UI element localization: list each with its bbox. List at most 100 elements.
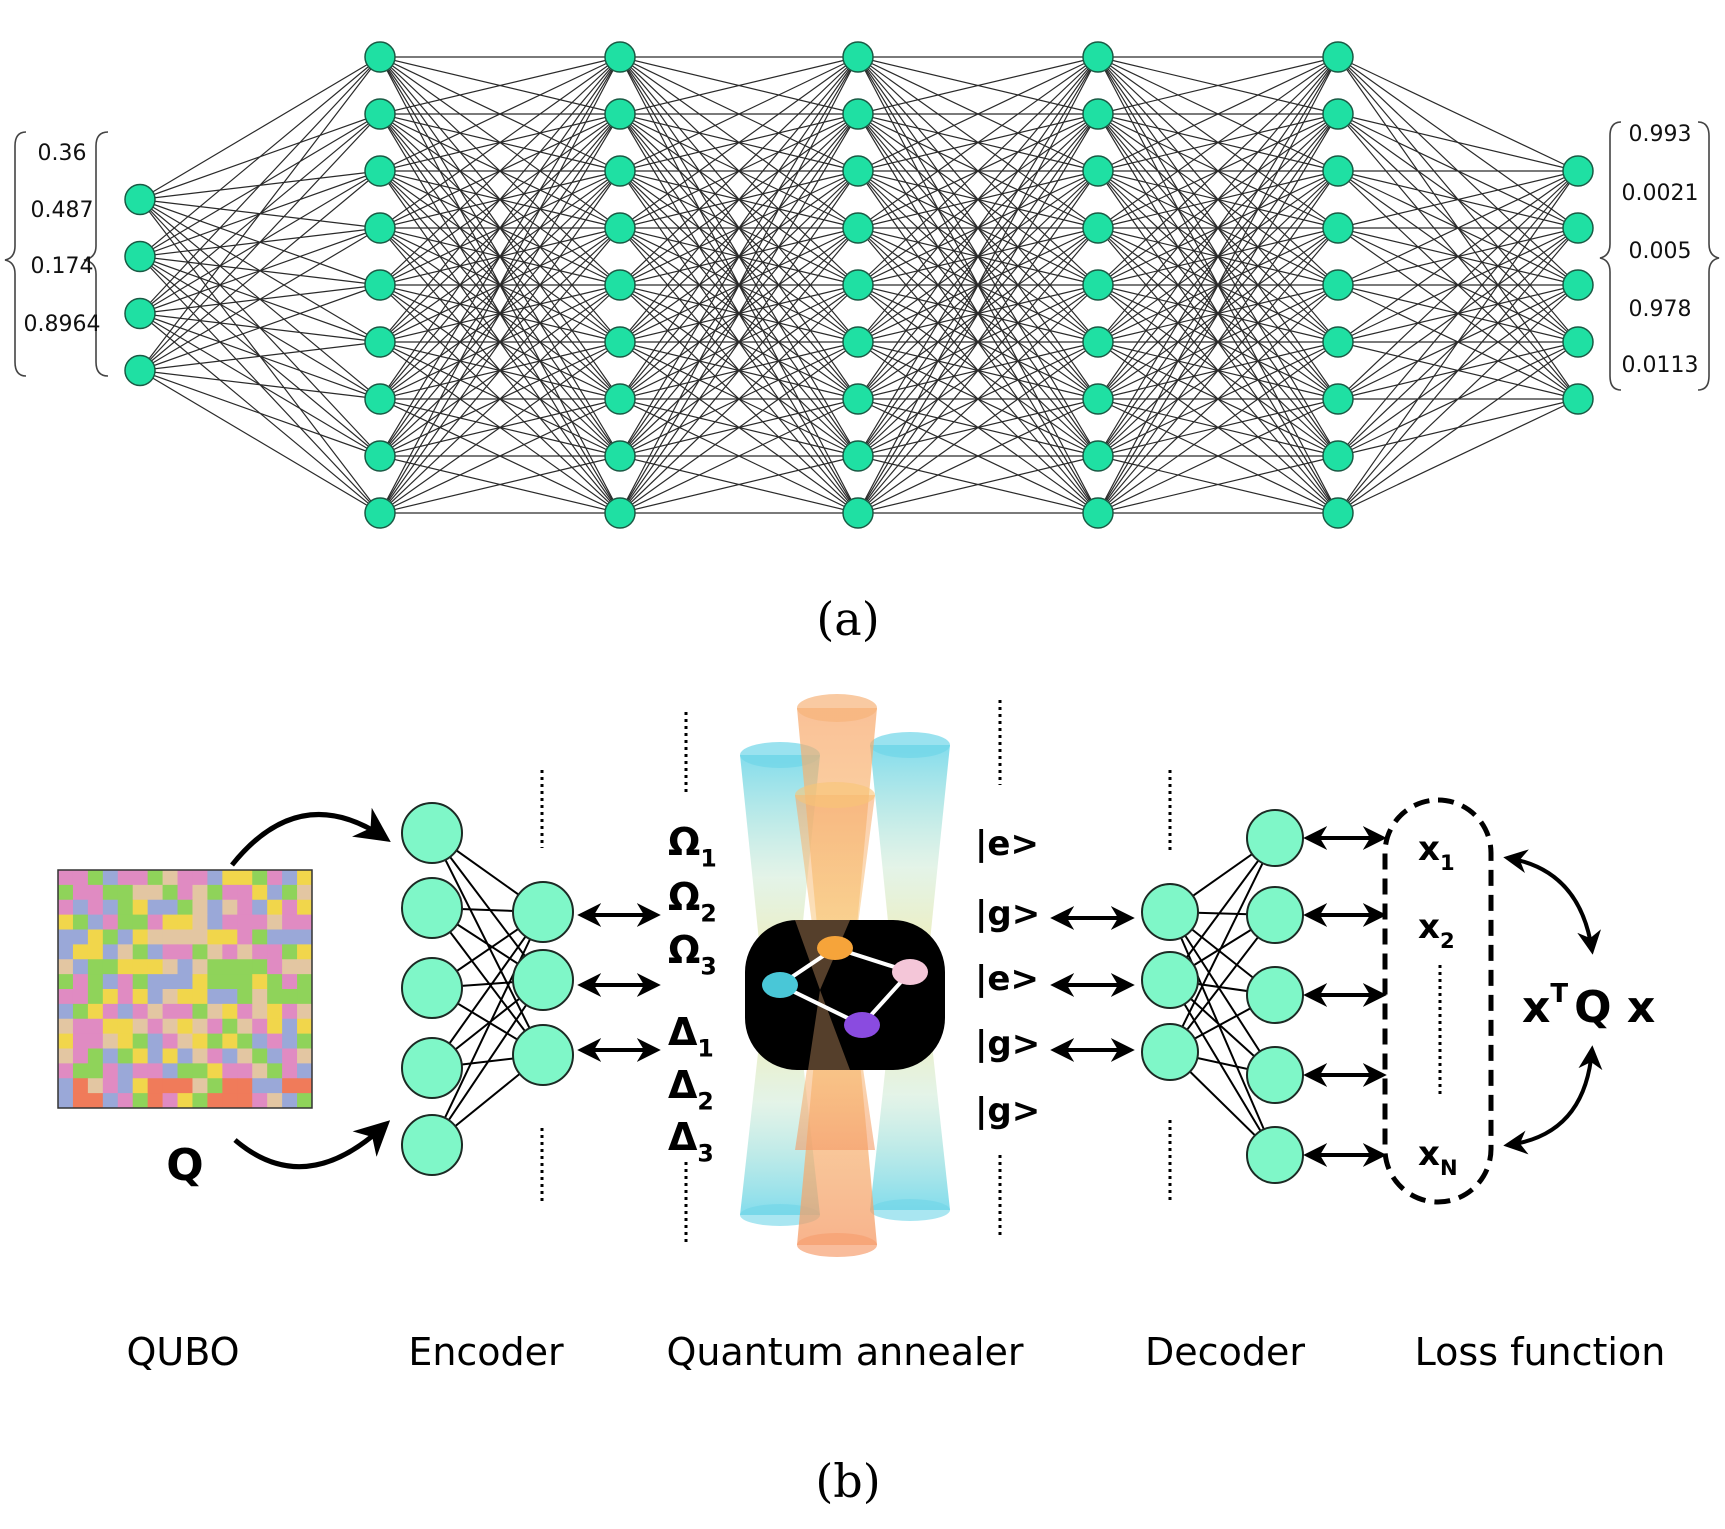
network-edge bbox=[619, 398, 859, 514]
qubo-cell bbox=[297, 974, 313, 990]
qubo-cell bbox=[58, 959, 74, 975]
decoder-node bbox=[1141, 1023, 1199, 1081]
network-node bbox=[842, 326, 874, 358]
qubo-cell bbox=[192, 1048, 208, 1064]
encoder-node bbox=[512, 949, 574, 1011]
network-edge bbox=[379, 56, 621, 229]
qubo-cell bbox=[147, 914, 164, 930]
qubo-cell bbox=[297, 959, 313, 975]
loss-qx: Q x bbox=[1574, 982, 1655, 1033]
qubo-matrix bbox=[58, 870, 313, 1109]
network-edge bbox=[139, 227, 381, 372]
qubo-cell bbox=[282, 929, 298, 945]
network-node bbox=[1082, 440, 1114, 472]
network-edge bbox=[857, 56, 1099, 286]
qubo-cell bbox=[237, 944, 253, 960]
qubo-cell bbox=[222, 929, 238, 945]
omega-label: Ω1 bbox=[668, 820, 717, 872]
qubo-cell bbox=[132, 929, 149, 945]
network-edge bbox=[379, 56, 621, 457]
qubo-cell bbox=[252, 989, 268, 1005]
qubo-cell bbox=[147, 870, 164, 886]
quantum-annealer-illustration bbox=[740, 694, 950, 1257]
network-node bbox=[1322, 155, 1354, 187]
qubo-cell bbox=[162, 1018, 179, 1035]
network-edge bbox=[1097, 56, 1339, 172]
qubo-cell bbox=[147, 959, 164, 975]
input-brace-outer bbox=[4, 131, 27, 377]
qubo-cell bbox=[237, 884, 253, 901]
network-node bbox=[1322, 212, 1354, 244]
qubo-cell bbox=[117, 1078, 134, 1094]
network-edge bbox=[379, 113, 621, 514]
qubo-cell bbox=[237, 1003, 253, 1020]
input-value: 0.487 bbox=[31, 198, 94, 223]
network-edge bbox=[619, 455, 859, 514]
network-edge bbox=[1337, 113, 1579, 172]
network-node bbox=[1082, 326, 1114, 358]
qubo-cell bbox=[162, 1093, 179, 1109]
qubo-cell bbox=[132, 1078, 149, 1094]
encoder-node bbox=[512, 1024, 574, 1086]
network-node bbox=[1322, 269, 1354, 301]
qubo-cell bbox=[132, 1033, 149, 1049]
network-node bbox=[1322, 326, 1354, 358]
qubo-cell bbox=[147, 899, 164, 916]
network-node bbox=[364, 269, 396, 301]
qubo-cell bbox=[207, 1048, 223, 1064]
network-node bbox=[842, 155, 874, 187]
vector-element-base: x bbox=[1418, 907, 1440, 947]
qubo-cell bbox=[177, 1048, 193, 1064]
encoder-node bbox=[401, 957, 463, 1019]
qubo-cell bbox=[252, 870, 268, 886]
qubo-cell bbox=[117, 974, 134, 990]
network-edge bbox=[1097, 284, 1339, 514]
qubo-cell bbox=[58, 1078, 74, 1094]
network-edge bbox=[379, 170, 621, 514]
qubo-cell bbox=[207, 870, 223, 886]
network-edge bbox=[139, 56, 381, 201]
network-node bbox=[124, 297, 156, 330]
network-node bbox=[842, 98, 874, 130]
qubo-cell bbox=[147, 1018, 164, 1035]
encoder-node bbox=[401, 877, 463, 939]
encoder-edge bbox=[431, 911, 544, 1146]
qubo-cell bbox=[297, 884, 313, 901]
qubo-cell bbox=[282, 1048, 298, 1064]
network-node bbox=[604, 155, 636, 187]
section-label: Quantum annealer bbox=[666, 1330, 1023, 1374]
qubo-cell bbox=[117, 1018, 134, 1035]
network-edge bbox=[619, 227, 859, 514]
output-brace-outer bbox=[1697, 121, 1720, 391]
encoder-edge bbox=[431, 911, 544, 1069]
state-label: |e> bbox=[975, 824, 1039, 864]
network-node bbox=[1082, 41, 1114, 73]
panel-b-caption: (b) bbox=[815, 1454, 880, 1508]
qubo-cell bbox=[297, 1018, 313, 1035]
delta-label-subscript: 2 bbox=[697, 1087, 713, 1115]
network-edge bbox=[619, 56, 859, 343]
network-node bbox=[604, 269, 636, 301]
network-node bbox=[842, 383, 874, 415]
network-edge bbox=[139, 284, 381, 372]
qubo-cell bbox=[192, 1018, 208, 1035]
qubo-cell bbox=[87, 1048, 104, 1064]
qubo-cell bbox=[177, 899, 193, 916]
network-edge bbox=[1097, 227, 1339, 514]
qubo-cell bbox=[117, 1003, 134, 1020]
omega-label-base: Ω bbox=[668, 875, 700, 919]
network-edge bbox=[379, 56, 621, 514]
qubo-cell bbox=[282, 959, 298, 975]
network-edge bbox=[139, 341, 381, 372]
qubo-cell bbox=[177, 870, 193, 886]
state-label: |e> bbox=[975, 959, 1039, 999]
qubo-cell bbox=[102, 1048, 119, 1064]
qubo-cell bbox=[237, 1093, 253, 1109]
qubo-cell bbox=[102, 899, 119, 916]
qubo-cell bbox=[252, 944, 268, 960]
vector-element: x2 bbox=[1418, 907, 1455, 953]
qubo-cell bbox=[297, 1078, 313, 1094]
